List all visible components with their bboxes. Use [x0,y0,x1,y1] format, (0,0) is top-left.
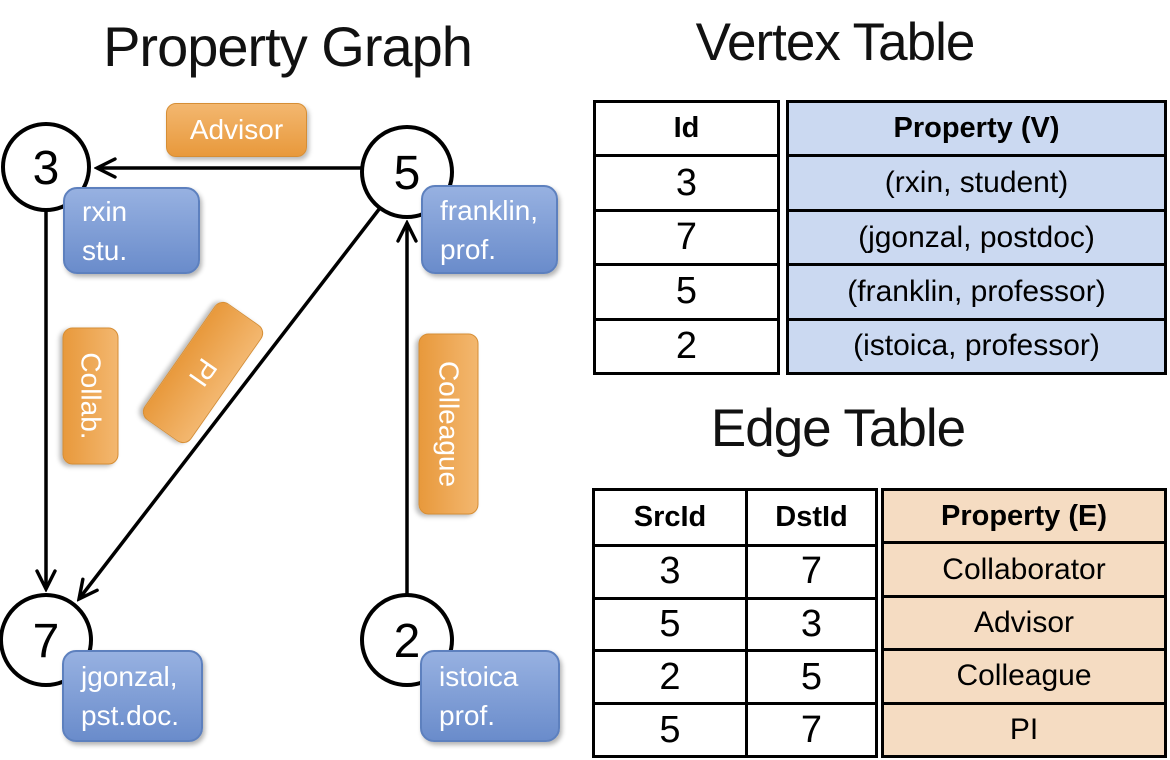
edge-table-srcid-header: SrcId [633,500,707,533]
vertex-label-5-line2: prof. [440,233,497,265]
vertex-id-2: 2 [394,615,421,668]
vertex-label-3-line2: stu. [82,234,128,266]
edge-table-property-cell: PI [884,701,1164,755]
vertex-table-property-cell: (istoica, professor) [789,317,1164,372]
edge-label-colleague: Colleague [418,333,479,515]
vertex-id-3: 3 [33,142,60,195]
edge-label-advisor: Advisor [166,103,307,157]
edge-table-title: Edge Table [710,399,966,458]
vertex-label-7-line1: jgonzal, [81,661,178,692]
vertex-label-7-line2: pst.doc. [81,700,180,731]
property-graph-title: Property Graph [103,15,473,78]
edge-table-dstid-cell: 7 [745,543,875,597]
edge-table-property-header: Property (E) [941,499,1107,532]
vertex-circle-3 [1,122,91,212]
vertex-table-property-column: Property (V) (rxin, student) (jgonzal, p… [786,100,1167,375]
edge-table-srcid-cell: 5 [595,596,745,650]
edge-table-srcid-cell: 2 [595,649,745,702]
vertex-table-id-cell: 2 [596,317,777,372]
vertex-label-7: jgonzal, pst.doc. [62,650,203,742]
vertex-table-id-column: Id 3 7 5 2 [593,100,780,375]
edge-table-property-cell: Collaborator [884,541,1164,594]
edge-table-dstid-cell: 5 [745,649,875,703]
edge-table-id-columns: SrcId DstId 3 7 5 3 2 5 5 7 [592,488,878,758]
edge-table-dstid-header: DstId [745,491,875,544]
vertex-label-2-line2: prof. [439,700,496,731]
edge-table-property-column: Property (E) Collaborator Advisor Collea… [881,488,1167,758]
vertex-table-property-cell: (rxin, student) [789,154,1164,208]
vertex-table-title: Vertex Table [695,13,976,72]
edge-table-srcid-cell: 3 [595,543,745,597]
vertex-table-id-cell: 3 [596,154,777,208]
edge-table-property-cell: Advisor [884,594,1164,648]
vertex-table-property-cell: (jgonzal, postdoc) [789,208,1164,263]
vertex-table-id-cell: 7 [596,208,777,263]
vertex-table-id-cell: 5 [596,263,777,317]
vertex-label-2-line1: istoica [439,661,519,692]
edge-table-srcid-cell: 5 [595,702,745,755]
edge-table-dstid-cell: 7 [745,702,875,755]
vertex-table-id-header: Id [673,112,700,145]
edge-pi-5-to-7 [79,206,382,599]
vertex-label-3: rxin stu. [63,187,200,274]
vertex-table-property-header: Property (V) [893,112,1060,145]
edge-label-collab: Collab. [62,327,119,465]
vertex-table-property-cell: (franklin, professor) [789,263,1164,317]
edge-table-property-cell: Colleague [884,648,1164,701]
vertex-id-7: 7 [33,615,60,668]
vertex-label-3-line1: rxin [82,195,128,227]
edge-table-dstid-cell: 3 [745,596,875,650]
vertex-label-5: franklin, prof. [421,185,558,274]
vertex-label-5-line1: franklin, [440,194,539,226]
vertex-id-5: 5 [394,147,421,200]
vertex-label-2: istoica prof. [420,650,560,742]
